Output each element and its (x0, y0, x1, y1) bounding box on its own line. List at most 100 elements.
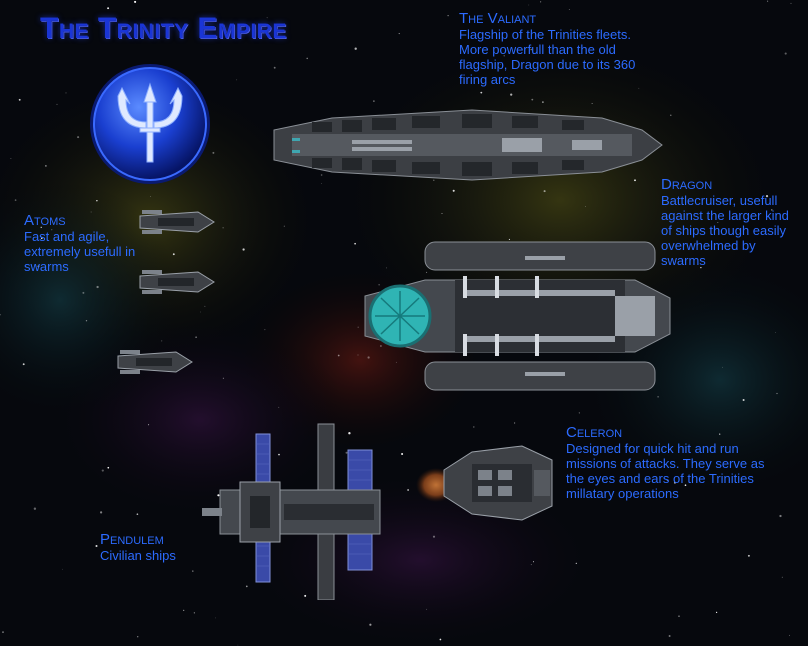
star (634, 179, 636, 182)
star (357, 326, 359, 328)
star (540, 1, 542, 3)
star (278, 453, 280, 456)
star (666, 479, 669, 481)
star (354, 47, 357, 50)
star (379, 345, 382, 347)
star (473, 426, 475, 428)
star (192, 570, 194, 572)
star (99, 511, 103, 514)
star (531, 98, 534, 101)
star (788, 634, 791, 636)
star (407, 489, 409, 491)
pendulem-label: Pendulem Civilian ships (100, 531, 220, 563)
star (585, 206, 587, 208)
star (101, 469, 104, 472)
star (514, 422, 516, 424)
star (717, 221, 719, 224)
ship-celeron (443, 445, 553, 521)
star (657, 396, 659, 398)
atoms-name: Atoms (24, 212, 66, 229)
star (283, 225, 285, 227)
star (395, 361, 397, 363)
star (195, 336, 197, 339)
star (95, 544, 98, 548)
star (273, 66, 276, 69)
star (354, 242, 356, 245)
valiant-description: Flagship of the Trinities fleets. More p… (459, 27, 636, 87)
star (215, 617, 216, 619)
star (779, 514, 782, 518)
star (320, 174, 323, 176)
star (348, 432, 351, 435)
star (432, 535, 436, 538)
star (367, 356, 370, 359)
pendulem-description: Civilian ships (100, 548, 176, 563)
dragon-label: Dragon Battlecruiser, usefull against th… (661, 176, 803, 268)
star (193, 612, 195, 614)
star (722, 366, 723, 368)
star (426, 271, 428, 273)
star (784, 52, 787, 55)
star (150, 196, 151, 197)
star (82, 291, 85, 294)
star (439, 638, 442, 641)
star (774, 331, 776, 333)
star (673, 481, 676, 484)
star (242, 248, 245, 251)
star (222, 227, 224, 229)
star (719, 433, 721, 435)
star (510, 93, 513, 96)
star (45, 165, 47, 167)
star (700, 266, 702, 269)
star (161, 340, 163, 342)
star (61, 568, 63, 570)
star (508, 238, 510, 240)
star (345, 451, 348, 454)
star (790, 2, 792, 4)
star (765, 195, 769, 198)
star (306, 57, 308, 60)
star (426, 608, 428, 610)
star (96, 200, 98, 202)
star (14, 199, 17, 201)
star (107, 7, 110, 10)
star (37, 265, 40, 268)
ship-dragon (364, 241, 671, 391)
star (678, 615, 680, 617)
star (183, 609, 185, 612)
star (264, 329, 266, 331)
star (18, 98, 21, 101)
star (65, 92, 67, 94)
star (500, 63, 501, 65)
star (41, 237, 43, 240)
star (578, 412, 580, 414)
ship-pendulem (202, 423, 381, 600)
star (684, 484, 687, 487)
star (85, 320, 88, 322)
star (357, 354, 359, 356)
star (2, 631, 4, 633)
star (212, 151, 215, 154)
star (373, 100, 375, 102)
star (638, 87, 640, 89)
star (781, 576, 783, 578)
star (134, 0, 137, 3)
dragon-name: Dragon (661, 176, 713, 193)
star (40, 226, 42, 228)
atoms-description: Fast and agile, extremely usefull in swa… (24, 229, 136, 274)
star (776, 392, 778, 395)
trident-icon (90, 64, 210, 184)
star (747, 554, 750, 557)
star (217, 494, 220, 497)
star (441, 212, 443, 214)
star (543, 190, 546, 193)
star (433, 179, 435, 181)
star (278, 406, 280, 408)
star (236, 79, 238, 81)
star (0, 313, 1, 316)
ship-atom-3 (117, 350, 193, 374)
star (245, 585, 248, 588)
star (369, 623, 372, 626)
celeron-name: Celeron (566, 424, 623, 441)
